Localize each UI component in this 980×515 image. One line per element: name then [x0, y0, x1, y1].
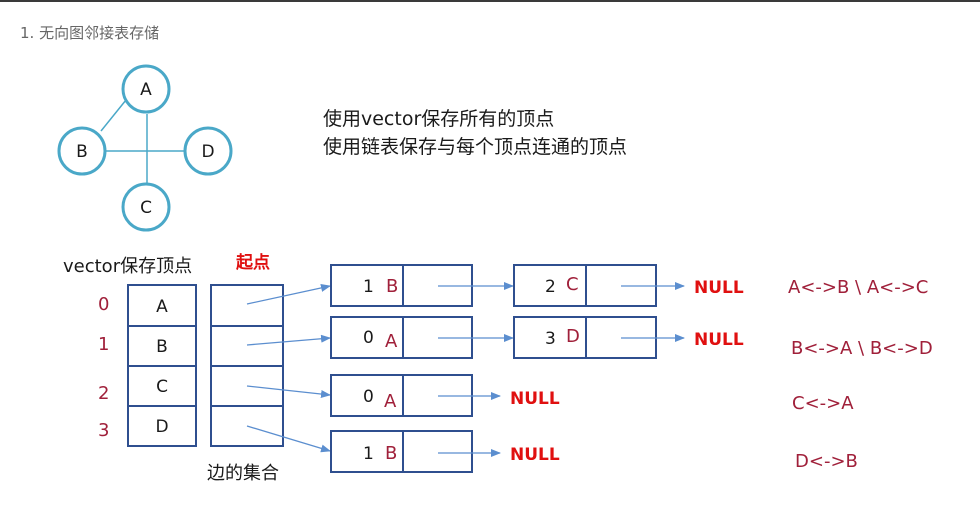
list-1-null: NULL [694, 330, 744, 350]
list-0-null: NULL [694, 278, 744, 298]
edge-summary-2: C<->A [792, 393, 854, 414]
start-caption: 起点 [235, 252, 270, 273]
head-arrow-1 [246, 334, 331, 346]
list-0-node-1-num: 1 [363, 277, 374, 297]
edge-a-b [100, 99, 127, 132]
list-2-node-1-letter: A [384, 391, 397, 412]
index-2: 2 [98, 383, 109, 404]
list-3-node-1-letter: B [385, 443, 397, 464]
head-arrow-3 [246, 425, 331, 453]
head-arrow-0 [246, 283, 331, 305]
index-1: 1 [98, 334, 109, 355]
graph-edges [100, 99, 184, 183]
graph-node-d-label: D [201, 142, 214, 162]
edge-summary-0: A<->B \ A<->C [788, 277, 928, 298]
vector-cell-1: B [156, 337, 168, 357]
index-0: 0 [98, 294, 109, 315]
graph-node-c-label: C [140, 198, 152, 218]
list-3-node-1-num: 1 [363, 444, 374, 464]
list-1-node-2-num: 3 [545, 329, 556, 349]
list-0-node-2-num: 2 [545, 277, 556, 297]
graph-node-a-label: A [140, 80, 152, 100]
index-3: 3 [98, 420, 109, 441]
vector-column [127, 284, 197, 447]
list-0-node-2-letter: C [566, 274, 579, 295]
list-1-node-2-letter: D [566, 326, 580, 347]
head-pointer-column [210, 284, 284, 447]
section-heading: 1. 无向图邻接表存储 [20, 24, 160, 42]
graph-node-b-label: B [76, 142, 88, 162]
vector-caption: vector保存顶点 [63, 256, 192, 277]
edge-summary-3: D<->B [795, 451, 858, 472]
top-divider [0, 0, 980, 2]
list-0-node-1-letter: B [386, 276, 398, 297]
vector-cell-0: A [156, 297, 168, 317]
description-line-1: 使用vector保存所有的顶点 [323, 108, 554, 130]
graph-node-b: B [57, 126, 107, 176]
edge-summary-1: B<->A \ B<->D [791, 338, 933, 359]
list-2-node-1-num: 0 [363, 387, 374, 407]
edges-caption: 边的集合 [207, 463, 279, 484]
vector-cell-2: C [156, 377, 168, 397]
list-1-node-1-letter: A [385, 331, 398, 352]
head-arrows [246, 283, 331, 453]
graph-node-d: D [183, 126, 233, 176]
list-3-null: NULL [510, 445, 560, 465]
list-2-null: NULL [510, 389, 560, 409]
vector-cell-3: D [155, 417, 168, 437]
head-arrow-2 [246, 385, 331, 399]
list-1-node-1-num: 0 [363, 328, 374, 348]
graph-node-c: C [121, 182, 171, 232]
list-3-node-1 [330, 430, 473, 473]
description-line-2: 使用链表保存与每个顶点连通的顶点 [323, 136, 627, 158]
graph-node-a: A [121, 64, 171, 114]
